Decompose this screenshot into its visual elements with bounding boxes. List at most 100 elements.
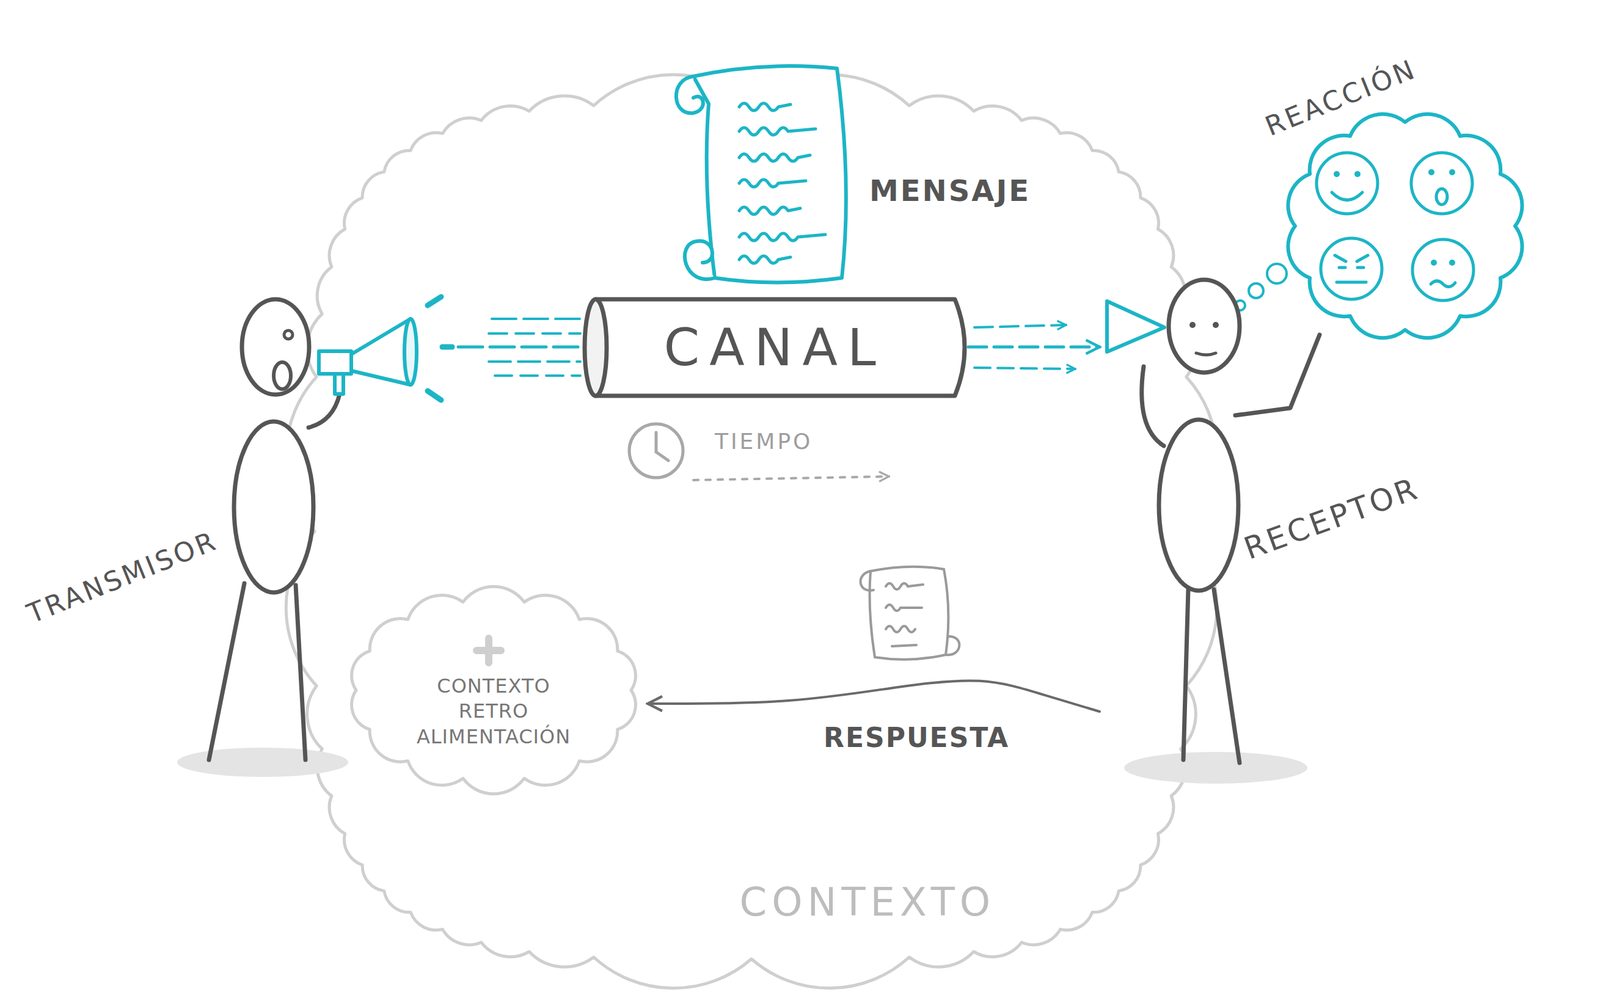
face-mouth	[1331, 192, 1363, 201]
face-icon	[1412, 239, 1474, 301]
figure-eye	[1212, 321, 1219, 329]
node-label: TRANSMISOR	[22, 524, 222, 630]
thought-bubbles	[1235, 263, 1287, 311]
sound-mark	[427, 390, 442, 401]
time-symbol	[629, 423, 889, 481]
scroll-curl	[676, 76, 704, 114]
connector	[968, 345, 1100, 349]
face-eye	[1449, 259, 1456, 266]
context-cloud	[285, 74, 1217, 989]
signal-streak	[491, 317, 581, 321]
shape-group	[1287, 114, 1522, 338]
reaction-cloud	[1287, 114, 1522, 338]
thought-bubble	[1267, 263, 1287, 284]
response-scroll	[860, 566, 960, 660]
signal-streak	[488, 332, 581, 335]
ground-shadow	[177, 747, 349, 778]
megaphone-rim	[404, 318, 417, 385]
thought-bubble	[1248, 283, 1264, 299]
figure-eye	[1189, 321, 1196, 329]
node-label: MENSAJE	[869, 174, 1031, 208]
signal-streak	[974, 367, 1076, 369]
edge-label: RESPUESTA	[819, 721, 1013, 756]
signal-streak	[974, 325, 1067, 328]
shape-group	[351, 586, 636, 794]
edge-label-box: RESPUESTA	[0, 0, 194, 34]
feedback-node: CONTEXTO RETRO ALIMENTACIÓN	[339, 583, 648, 798]
scroll-scribble	[739, 179, 806, 187]
scroll-curl	[860, 571, 874, 591]
scroll-sheet	[869, 566, 949, 660]
scroll-curl	[945, 636, 960, 655]
figure-arm	[1235, 334, 1320, 416]
sound-mark	[427, 296, 442, 306]
face-icon	[1411, 152, 1473, 214]
channel-node: CANAL	[583, 293, 969, 401]
reaction-node: REACCIÓN	[1258, 61, 1534, 349]
shape-group	[676, 65, 847, 283]
megaphone-cone	[351, 318, 411, 385]
shape-group	[285, 74, 1217, 989]
megaphone-body	[318, 351, 352, 374]
clock-icon	[629, 423, 684, 478]
scroll-curl	[684, 241, 715, 280]
scroll-scribble	[739, 255, 791, 264]
time-arrow	[693, 476, 889, 481]
ground-shadow	[1124, 752, 1308, 784]
tube-end	[584, 299, 607, 396]
shape-group	[584, 299, 965, 396]
figure-legs	[1183, 589, 1240, 764]
figure-head	[241, 299, 310, 395]
face-icon	[1316, 152, 1378, 214]
node-label: CONTEXTO RETRO ALIMENTACIÓN	[405, 673, 583, 751]
ear-funnel	[1106, 301, 1165, 352]
face-mouth	[1430, 281, 1456, 288]
figure-eye	[284, 330, 293, 340]
node-label: RECEPTOR	[1239, 471, 1424, 567]
scroll-scribble	[739, 153, 811, 162]
channel-tube	[595, 299, 965, 396]
face-brows	[1334, 255, 1368, 262]
node-label: CONTEXTO	[739, 880, 996, 926]
figure-head	[1168, 279, 1240, 373]
face-eye	[1339, 266, 1364, 270]
face-eye	[1354, 171, 1361, 178]
face-mouth	[1436, 188, 1448, 205]
scroll-scribble	[739, 103, 791, 111]
context-cloud: CONTEXTO MENSAJE CANAL CONTEXTO RETRO ALIME…	[299, 91, 1204, 975]
message-node: MENSAJE	[668, 61, 1048, 294]
scroll-scribble	[739, 233, 826, 241]
figure-body	[1158, 419, 1239, 591]
figure-legs	[208, 583, 306, 760]
face-eye	[1333, 171, 1340, 178]
megaphone-handle	[334, 373, 344, 395]
face-mouth	[1336, 281, 1367, 285]
figure-mouth	[1196, 353, 1216, 355]
face-eye	[1449, 169, 1456, 176]
annotation: TIEMPO	[0, 0, 98, 26]
signal-streak	[488, 360, 581, 363]
plus-symbol	[476, 638, 501, 663]
feedback-cloud	[351, 586, 636, 794]
connector	[647, 680, 1100, 712]
transmitter-node: TRANSMISOR	[18, 287, 459, 776]
figure-mouth	[273, 362, 291, 390]
node-label: CANAL	[664, 318, 886, 378]
receiver-node: RECEPTOR	[1099, 268, 1430, 776]
scroll-scribble	[739, 127, 816, 136]
clock-hands	[656, 432, 669, 461]
figure-arm	[1141, 366, 1164, 446]
sound-mark	[442, 344, 453, 351]
figure-body	[233, 421, 314, 593]
connector	[458, 345, 584, 349]
face-icon	[1320, 238, 1382, 300]
node-shape	[18, 287, 459, 776]
scroll-scribble	[885, 583, 924, 647]
annotation-text: TIEMPO	[714, 428, 813, 454]
node-shape	[1099, 268, 1430, 776]
scroll-scribble	[739, 207, 801, 215]
message-scroll	[693, 65, 847, 283]
signal-streak	[494, 374, 581, 377]
figure-arm	[308, 394, 340, 428]
